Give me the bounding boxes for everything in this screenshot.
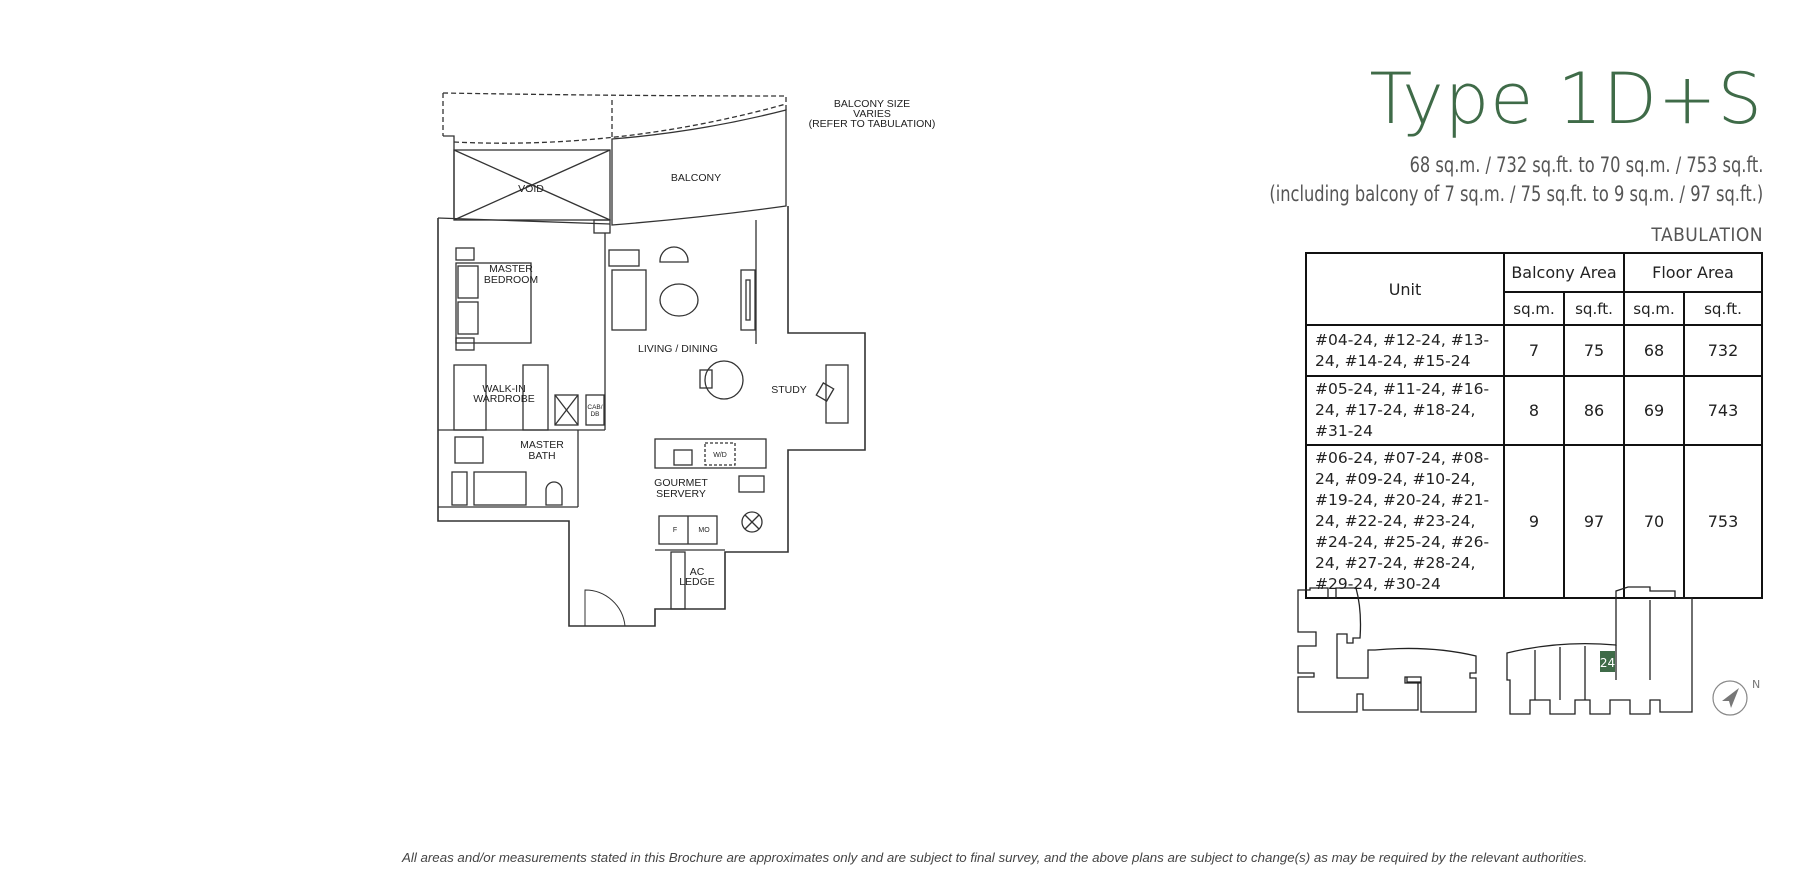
room-label-balcony: BALCONY bbox=[671, 172, 721, 184]
balcony-max-outline bbox=[442, 92, 787, 110]
room-label-wd: W/D bbox=[713, 452, 727, 459]
unit-highlight-label: 24 bbox=[1600, 656, 1615, 670]
floor-sqm: 69 bbox=[1623, 375, 1685, 446]
bathtub bbox=[473, 471, 527, 506]
balcony-range: (including balcony of 7 sq.m. / 75 sq.ft… bbox=[1269, 182, 1763, 206]
balcony-sqm-header: sq.m. bbox=[1503, 291, 1565, 326]
floor-sqft: 743 bbox=[1683, 375, 1763, 446]
table-row: #05-24, #11-24, #16-24, #17-24, #18-24, … bbox=[1305, 375, 1763, 446]
room-label-cab: CAB/ bbox=[587, 404, 602, 411]
north-arrow-icon: N bbox=[1712, 678, 1760, 716]
room-label-void: VOID bbox=[518, 183, 544, 195]
disclaimer-footnote: All areas and/or measurements stated in … bbox=[402, 850, 1588, 865]
room-label-cab: DB bbox=[590, 411, 599, 418]
floor-sqft: 732 bbox=[1683, 324, 1763, 377]
floor-sqft-header: sq.ft. bbox=[1683, 291, 1763, 326]
room-label-master-bath: MASTER bbox=[520, 439, 564, 451]
tabulation-label: TABULATION bbox=[1651, 224, 1763, 246]
floor-area-header: Floor Area bbox=[1623, 252, 1763, 293]
compass-north-label: N bbox=[1752, 678, 1760, 691]
sofa bbox=[611, 269, 647, 331]
unit-header: Unit bbox=[1305, 252, 1505, 326]
room-label-servery: GOURMET bbox=[654, 477, 708, 489]
balcony-area-header: Balcony Area bbox=[1503, 252, 1625, 293]
balcony-sqm: 9 bbox=[1503, 444, 1565, 599]
key-plan-block-left bbox=[1297, 587, 1477, 713]
table-row: #04-24, #12-24, #13-24, #14-24, #15-24 7… bbox=[1305, 324, 1763, 377]
balcony-area bbox=[611, 109, 787, 226]
balcony-sqft: 86 bbox=[1563, 375, 1625, 446]
room-label-fridge: F bbox=[673, 527, 677, 534]
wardrobe-left bbox=[453, 364, 487, 431]
unit-outline bbox=[437, 206, 866, 627]
room-label-wardrobe: WARDROBE bbox=[473, 393, 534, 405]
balcony-sqm: 7 bbox=[1503, 324, 1565, 377]
bed bbox=[455, 262, 532, 344]
room-label-ac-ledge: AC bbox=[690, 566, 705, 578]
floor-sqm: 68 bbox=[1623, 324, 1685, 377]
unit-list: #06-24, #07-24, #08-24, #09-24, #10-24, … bbox=[1305, 444, 1505, 599]
balcony-note: VARIES bbox=[853, 108, 891, 120]
area-range: 68 sq.m. / 732 sq.ft. to 70 sq.m. / 753 … bbox=[1409, 153, 1763, 177]
kitchen-counter bbox=[654, 438, 767, 469]
unit-list: #04-24, #12-24, #13-24, #14-24, #15-24 bbox=[1305, 324, 1505, 377]
unit-list: #05-24, #11-24, #16-24, #17-24, #18-24, … bbox=[1305, 375, 1505, 446]
floor-sqm: 70 bbox=[1623, 444, 1685, 599]
room-label-wardrobe: WALK-IN bbox=[482, 383, 525, 395]
balcony-sqft: 97 bbox=[1563, 444, 1625, 599]
room-label-servery: SERVERY bbox=[656, 488, 706, 500]
unit-type-title: Type 1D+S bbox=[1369, 58, 1763, 140]
armchair bbox=[659, 246, 689, 263]
plan-labels: BALCONY SIZE VARIES (REFER TO TABULATION… bbox=[473, 98, 935, 588]
tabulation-table: Unit Balcony Area Floor Area sq.m. sq.ft… bbox=[1305, 252, 1763, 599]
floor-sqm-header: sq.m. bbox=[1623, 291, 1685, 326]
dining-table bbox=[704, 360, 744, 400]
coffee-table bbox=[659, 283, 699, 317]
room-label-microwave: MO bbox=[698, 527, 710, 534]
room-label-living-dining: LIVING / DINING bbox=[638, 343, 718, 355]
room-label-ac-ledge: LEDGE bbox=[679, 576, 715, 588]
floor-plan bbox=[437, 92, 866, 627]
balcony-sqm: 8 bbox=[1503, 375, 1565, 446]
floor-sqft: 753 bbox=[1683, 444, 1763, 599]
balcony-sqft-header: sq.ft. bbox=[1563, 291, 1625, 326]
unit-highlight bbox=[1600, 651, 1615, 672]
key-plan-block-right bbox=[1506, 586, 1693, 715]
balcony-note: (REFER TO TABULATION) bbox=[809, 118, 936, 130]
table-row: #06-24, #07-24, #08-24, #09-24, #10-24, … bbox=[1305, 444, 1763, 599]
room-label-master-bedroom: MASTER bbox=[489, 263, 533, 275]
wardrobe-right bbox=[522, 364, 549, 431]
room-label-study: STUDY bbox=[771, 384, 807, 396]
study-desk bbox=[825, 364, 849, 424]
room-label-master-bedroom: BEDROOM bbox=[484, 274, 538, 286]
toilet bbox=[545, 481, 563, 506]
balcony-sqft: 75 bbox=[1563, 324, 1625, 377]
void-area bbox=[453, 149, 611, 221]
balcony-note: BALCONY SIZE bbox=[834, 98, 910, 110]
room-label-master-bath: BATH bbox=[528, 450, 555, 462]
key-plan bbox=[1297, 586, 1693, 715]
